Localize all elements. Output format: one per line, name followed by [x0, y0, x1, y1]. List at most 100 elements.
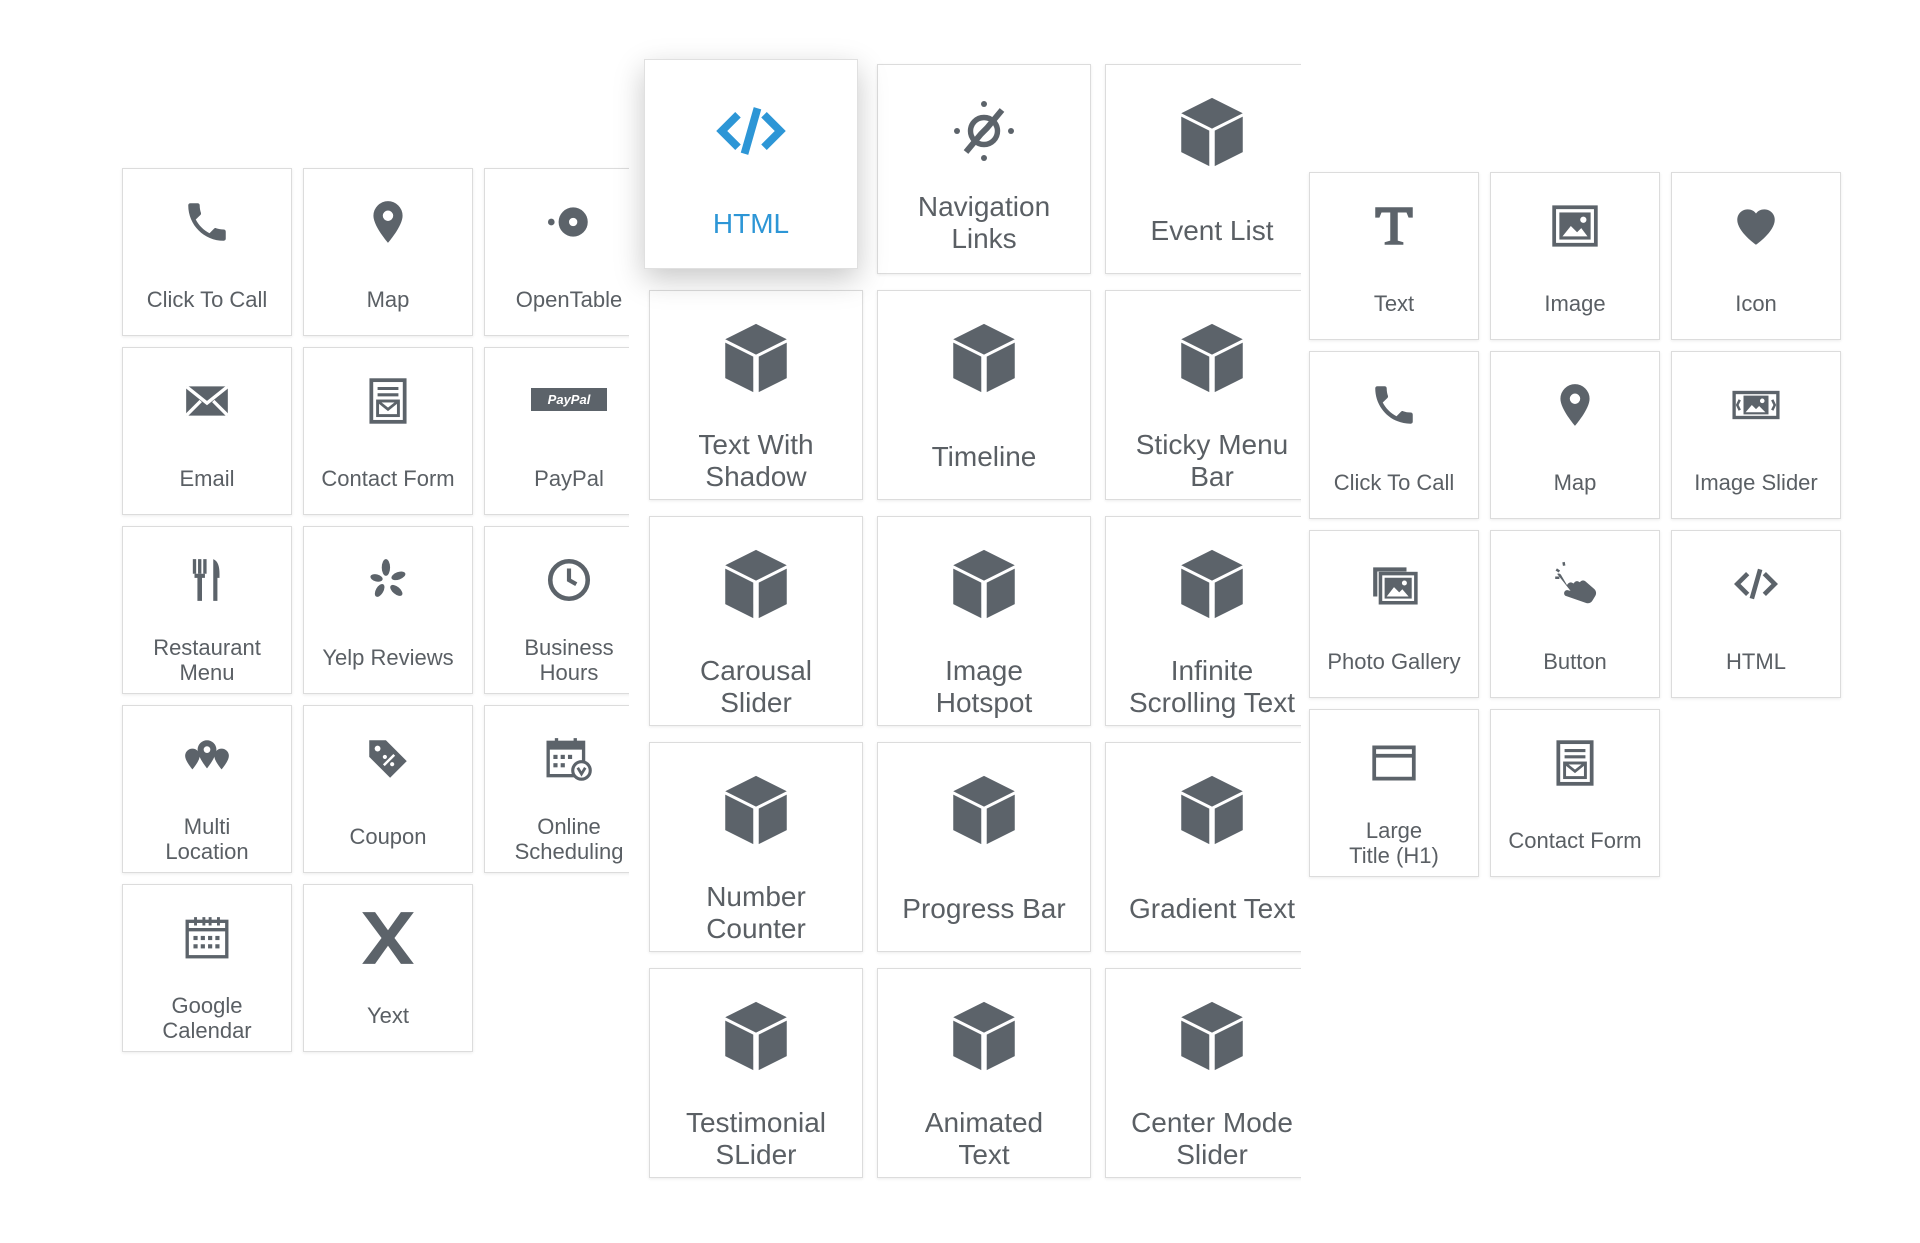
code-icon [645, 92, 857, 170]
widget-yext[interactable]: Yext [303, 884, 473, 1052]
cube-icon [1106, 995, 1301, 1077]
compass-icon [878, 95, 1090, 167]
contact-form-icon [1491, 738, 1659, 788]
widget-contact-form[interactable]: Contact Form [303, 347, 473, 515]
widget-label: Map [366, 287, 410, 312]
multi-location-icon [123, 734, 291, 784]
widget-navigation-links[interactable]: Navigation Links [877, 64, 1091, 274]
widget-online-scheduling[interactable]: Online Scheduling [484, 705, 629, 873]
cube-icon [878, 317, 1090, 399]
widget-label: Number Counter [706, 881, 806, 945]
widget-label: Online Scheduling [514, 814, 624, 865]
paypal-icon: PayPal [485, 388, 629, 411]
widget-event-list[interactable]: Event List [1105, 64, 1301, 274]
calendar-check-icon [485, 734, 629, 784]
widget-image[interactable]: Image [1490, 172, 1660, 340]
widget-label: Google Calendar [162, 993, 252, 1044]
widget-label: Restaurant Menu [153, 635, 261, 686]
widget-label: HTML [1726, 649, 1786, 674]
widget-opentable[interactable]: OpenTable [484, 168, 629, 336]
widget-label: Testimonial SLider [685, 1107, 827, 1171]
yelp-icon [304, 555, 472, 605]
widget-label: Event List [1150, 215, 1274, 246]
widget-label: Text [1373, 291, 1415, 316]
widget-label: PayPal [534, 466, 604, 491]
heart-icon [1672, 201, 1840, 251]
widget-timeline[interactable]: Timeline [877, 290, 1091, 500]
widget-label: Image Slider [1694, 470, 1818, 495]
widget-image-slider[interactable]: Image Slider [1671, 351, 1841, 519]
middle-widget-panel: HTML Navigation Links Event List Text Wi… [644, 59, 1301, 1178]
widget-label: OpenTable [515, 287, 623, 312]
paypal-badge: PayPal [531, 388, 607, 411]
envelope-icon [123, 376, 291, 426]
widget-label: Sticky Menu Bar [1135, 429, 1289, 493]
widget-progress-bar[interactable]: Progress Bar [877, 742, 1091, 952]
widget-label: Animated Text [924, 1107, 1044, 1171]
cube-icon [1106, 769, 1301, 851]
widget-html-active[interactable]: HTML [644, 59, 858, 269]
map-pin-icon [1491, 380, 1659, 430]
widget-coupon[interactable]: Coupon [303, 705, 473, 873]
widget-photo-gallery[interactable]: Photo Gallery [1309, 530, 1479, 698]
contact-form-icon [304, 376, 472, 426]
widget-number-counter[interactable]: Number Counter [649, 742, 863, 952]
cube-icon [650, 543, 862, 625]
text-t-icon [1310, 201, 1478, 251]
widget-text[interactable]: Text [1309, 172, 1479, 340]
widget-image-hotspot[interactable]: Image Hotspot [877, 516, 1091, 726]
widget-label: Contact Form [1508, 828, 1642, 853]
calendar-icon [123, 913, 291, 963]
cube-icon [1106, 317, 1301, 399]
clock-icon [485, 555, 629, 605]
title-box-icon [1310, 738, 1478, 788]
cube-icon [650, 995, 862, 1077]
widget-carousal-slider[interactable]: Carousal Slider [649, 516, 863, 726]
widget-label: Progress Bar [902, 893, 1066, 924]
widget-sticky-menu-bar[interactable]: Sticky Menu Bar [1105, 290, 1301, 500]
widget-map[interactable]: Map [303, 168, 473, 336]
widget-click-to-call[interactable]: Click To Call [122, 168, 292, 336]
yext-icon [304, 907, 472, 969]
widget-label: Image [1544, 291, 1606, 316]
widget-email[interactable]: Email [122, 347, 292, 515]
cube-icon [1106, 543, 1301, 625]
widget-label: Click To Call [146, 287, 268, 312]
image-slider-icon [1672, 380, 1840, 430]
photo-gallery-icon [1310, 559, 1478, 609]
widget-animated-text[interactable]: Animated Text [877, 968, 1091, 1178]
widget-label: Timeline [931, 441, 1037, 472]
widget-google-calendar[interactable]: Google Calendar [122, 884, 292, 1052]
widget-label: Business Hours [524, 635, 614, 686]
widget-large-title-h1[interactable]: Large Title (H1) [1309, 709, 1479, 877]
widget-testimonial-slider[interactable]: Testimonial SLider [649, 968, 863, 1178]
opentable-icon [485, 197, 629, 247]
widget-infinite-scrolling-text[interactable]: Infinite Scrolling Text [1105, 516, 1301, 726]
widget-label: Yext [366, 1003, 409, 1028]
widget-restaurant-menu[interactable]: Restaurant Menu [122, 526, 292, 694]
widget-paypal[interactable]: PayPal PayPal [484, 347, 629, 515]
map-pin-icon [304, 197, 472, 247]
widget-click-to-call-right[interactable]: Click To Call [1309, 351, 1479, 519]
widget-html-right[interactable]: HTML [1671, 530, 1841, 698]
pointer-hand-icon [1491, 559, 1659, 609]
widget-business-hours[interactable]: Business Hours [484, 526, 629, 694]
widget-label: Click To Call [1333, 470, 1455, 495]
widget-multi-location[interactable]: Multi Location [122, 705, 292, 873]
widget-yelp-reviews[interactable]: Yelp Reviews [303, 526, 473, 694]
phone-icon [123, 197, 291, 247]
widget-icon[interactable]: Icon [1671, 172, 1841, 340]
widget-map-right[interactable]: Map [1490, 351, 1660, 519]
widget-center-mode-slider[interactable]: Center Mode Slider [1105, 968, 1301, 1178]
code-icon [1672, 559, 1840, 609]
fork-knife-icon [123, 555, 291, 605]
widget-label: Coupon [349, 824, 427, 849]
widget-label: Yelp Reviews [322, 645, 454, 670]
widget-label: Carousal Slider [699, 655, 813, 719]
widget-contact-form-right[interactable]: Contact Form [1490, 709, 1660, 877]
widget-label: Map [1553, 470, 1597, 495]
widget-button[interactable]: Button [1490, 530, 1660, 698]
widget-label: Photo Gallery [1327, 649, 1461, 674]
widget-text-with-shadow[interactable]: Text With Shadow [649, 290, 863, 500]
widget-gradient-text[interactable]: Gradient Text [1105, 742, 1301, 952]
